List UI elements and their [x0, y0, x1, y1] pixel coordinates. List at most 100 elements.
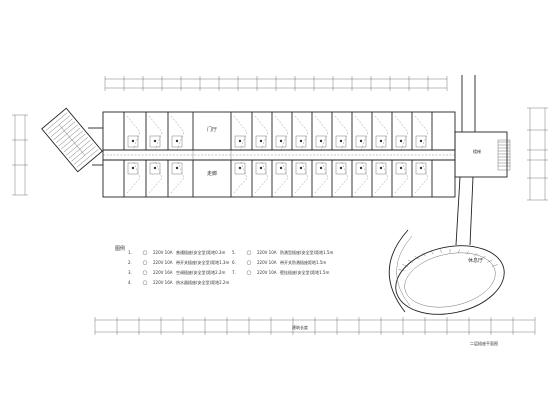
bathroom-fixture: [395, 135, 407, 148]
lounge-step: [398, 269, 405, 271]
outlet-symbol: [153, 139, 157, 143]
dimension-text: 建筑长度: [292, 324, 308, 330]
circuit-line: [374, 159, 389, 194]
circuit-line: [374, 115, 389, 151]
room-label-lounge: 休息厅: [468, 257, 483, 264]
bathroom-fixture: [375, 162, 387, 175]
legend-rating: 220V 10A: [257, 250, 277, 255]
outlet-symbol: [319, 166, 323, 170]
legend-description: 热水器插座(安全型)距地2.2m: [176, 279, 229, 285]
bathroom-fixture: [415, 162, 427, 175]
outlet-symbol: [319, 139, 323, 143]
lounge-step: [414, 256, 419, 260]
bathroom-fixture: [315, 135, 327, 148]
outlet-icon: [246, 260, 252, 265]
outlet-symbol: [238, 166, 242, 170]
circuit-line: [294, 115, 309, 151]
outlet-symbol: [419, 139, 423, 143]
circuit-line: [394, 159, 409, 194]
outlet-icon: [246, 250, 252, 255]
lounge-step: [431, 250, 434, 255]
circuit-line: [334, 159, 349, 194]
bathroom-fixture: [234, 162, 246, 175]
bathroom-fixture: [355, 135, 367, 148]
circuit-line: [233, 115, 248, 151]
oval-lounge: 休息厅: [388, 229, 505, 315]
circuit-line: [254, 115, 269, 151]
outlet-symbol: [379, 166, 383, 170]
legend-description: 壁挂插座(安全型)距地1.5m: [280, 269, 329, 275]
circuit-line: [170, 159, 185, 194]
bathroom-fixture: [171, 162, 183, 175]
bathroom-fixture: [395, 162, 407, 175]
circuit-line: [274, 115, 289, 151]
room-label-stair: 楼梯: [473, 148, 481, 154]
circuit-line: [394, 115, 409, 151]
bathroom-fixture: [355, 162, 367, 175]
bathroom-fixture: [275, 135, 287, 148]
circuit-line: [294, 159, 309, 194]
stair-tread: [48, 115, 70, 134]
drawing-note: 二层插座平面图: [470, 340, 498, 346]
right-stair-core: 楼梯: [454, 75, 511, 246]
stair-tread: [45, 112, 68, 131]
left-stair-wing: [41, 107, 103, 173]
outlet-symbol: [279, 166, 283, 170]
legend-number: 2.: [128, 260, 132, 265]
outlet-icon: [246, 270, 252, 275]
bathroom-fixture: [255, 135, 267, 148]
circuit-line: [126, 115, 141, 151]
outlet-symbol: [153, 166, 157, 170]
legend-rating: 220V 10A: [153, 250, 173, 255]
stair-tread: [74, 146, 96, 165]
circuit-line: [414, 159, 429, 194]
room-label-corridor: 走廊: [207, 170, 217, 177]
legend-number: 4.: [128, 280, 132, 285]
outlet-icon: [142, 260, 148, 265]
top-dimension-line: [104, 76, 448, 91]
outlet-symbol: [399, 166, 403, 170]
lounge-step: [402, 264, 409, 267]
legend-rating: 220V 10A: [257, 270, 277, 275]
circuit-line: [148, 159, 163, 194]
legend-rating: 220V 16A: [153, 270, 173, 275]
outlet-symbol: [175, 166, 179, 170]
lounge-step: [440, 249, 442, 254]
bathroom-fixture: [335, 135, 347, 148]
legend-description: 空调插座(安全型)距地2.2m: [176, 269, 225, 275]
bathroom-fixture: [255, 162, 267, 175]
bathroom-fixture: [149, 135, 161, 148]
legend-number: 6.: [232, 260, 236, 265]
room-label-hall: 门厅: [207, 126, 217, 133]
bathroom-fixture: [127, 135, 139, 148]
lounge-step: [474, 253, 478, 257]
left-dimension-line: [12, 114, 28, 196]
outlet-symbol: [238, 139, 242, 143]
outlet-symbol: [299, 166, 303, 170]
lounge-step: [407, 259, 413, 263]
bathroom-fixture: [275, 162, 287, 175]
circuit-line: [148, 115, 163, 151]
main-building-block: 门厅 走廊: [102, 111, 456, 198]
bathroom-fixture: [335, 162, 347, 175]
legend-rating: 220V 10A: [257, 260, 277, 265]
outlet-symbol: [359, 166, 363, 170]
circuit-line: [334, 115, 349, 151]
circuit-line: [314, 115, 329, 151]
bathroom-fixture: [149, 162, 161, 175]
outlet-symbol: [359, 139, 363, 143]
outlet-symbol: [131, 139, 135, 143]
circuit-line: [354, 115, 369, 151]
lounge-step: [481, 256, 486, 260]
lounge-step: [487, 259, 493, 263]
circuit-line: [314, 159, 329, 194]
legend-title: 图例: [115, 245, 125, 252]
outlet-symbol: [131, 166, 135, 170]
